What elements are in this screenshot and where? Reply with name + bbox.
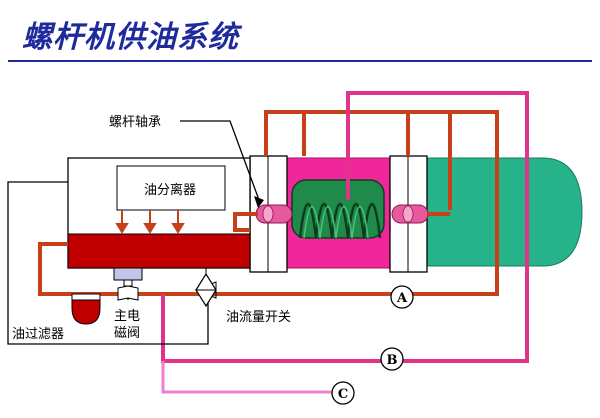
main-solenoid-valve: [113, 267, 143, 301]
main-solenoid-label-2: 磁阀: [114, 326, 140, 341]
circuit-b-label: B: [387, 353, 398, 368]
screw-bearing-label: 螺杆轴承: [109, 115, 161, 130]
oil-drip-arrows: [115, 210, 185, 234]
screw-rotor: [291, 179, 385, 239]
oil-flow-switch: [194, 268, 217, 308]
circuit-marker-b: B: [380, 347, 404, 371]
bearing-leader: [180, 120, 264, 208]
main-solenoid-label-1: 主电: [114, 309, 140, 324]
page-title: 螺杆机供油系统: [22, 20, 239, 55]
circuit-marker-a: A: [390, 285, 414, 309]
right-bearing: [391, 204, 429, 224]
circuit-marker-c: C: [331, 381, 355, 405]
oil-separator-label: 油分离器: [144, 182, 196, 198]
oil-filter-label: 油过滤器: [12, 327, 64, 342]
motor-body: [424, 157, 583, 267]
oil-flow-switch-label: 油流量开关: [226, 310, 291, 325]
oil-line-c: [161, 361, 334, 394]
circuit-a-label: A: [396, 291, 408, 306]
circuit-c-label: C: [338, 387, 348, 402]
oil-line-a: [38, 110, 499, 296]
oil-separator-element: [116, 165, 226, 211]
oil-line-b: [161, 91, 529, 363]
left-bearing: [255, 204, 293, 224]
oil-sump: [67, 233, 251, 269]
oil-filter: [71, 293, 101, 325]
title-underline: [8, 60, 592, 62]
